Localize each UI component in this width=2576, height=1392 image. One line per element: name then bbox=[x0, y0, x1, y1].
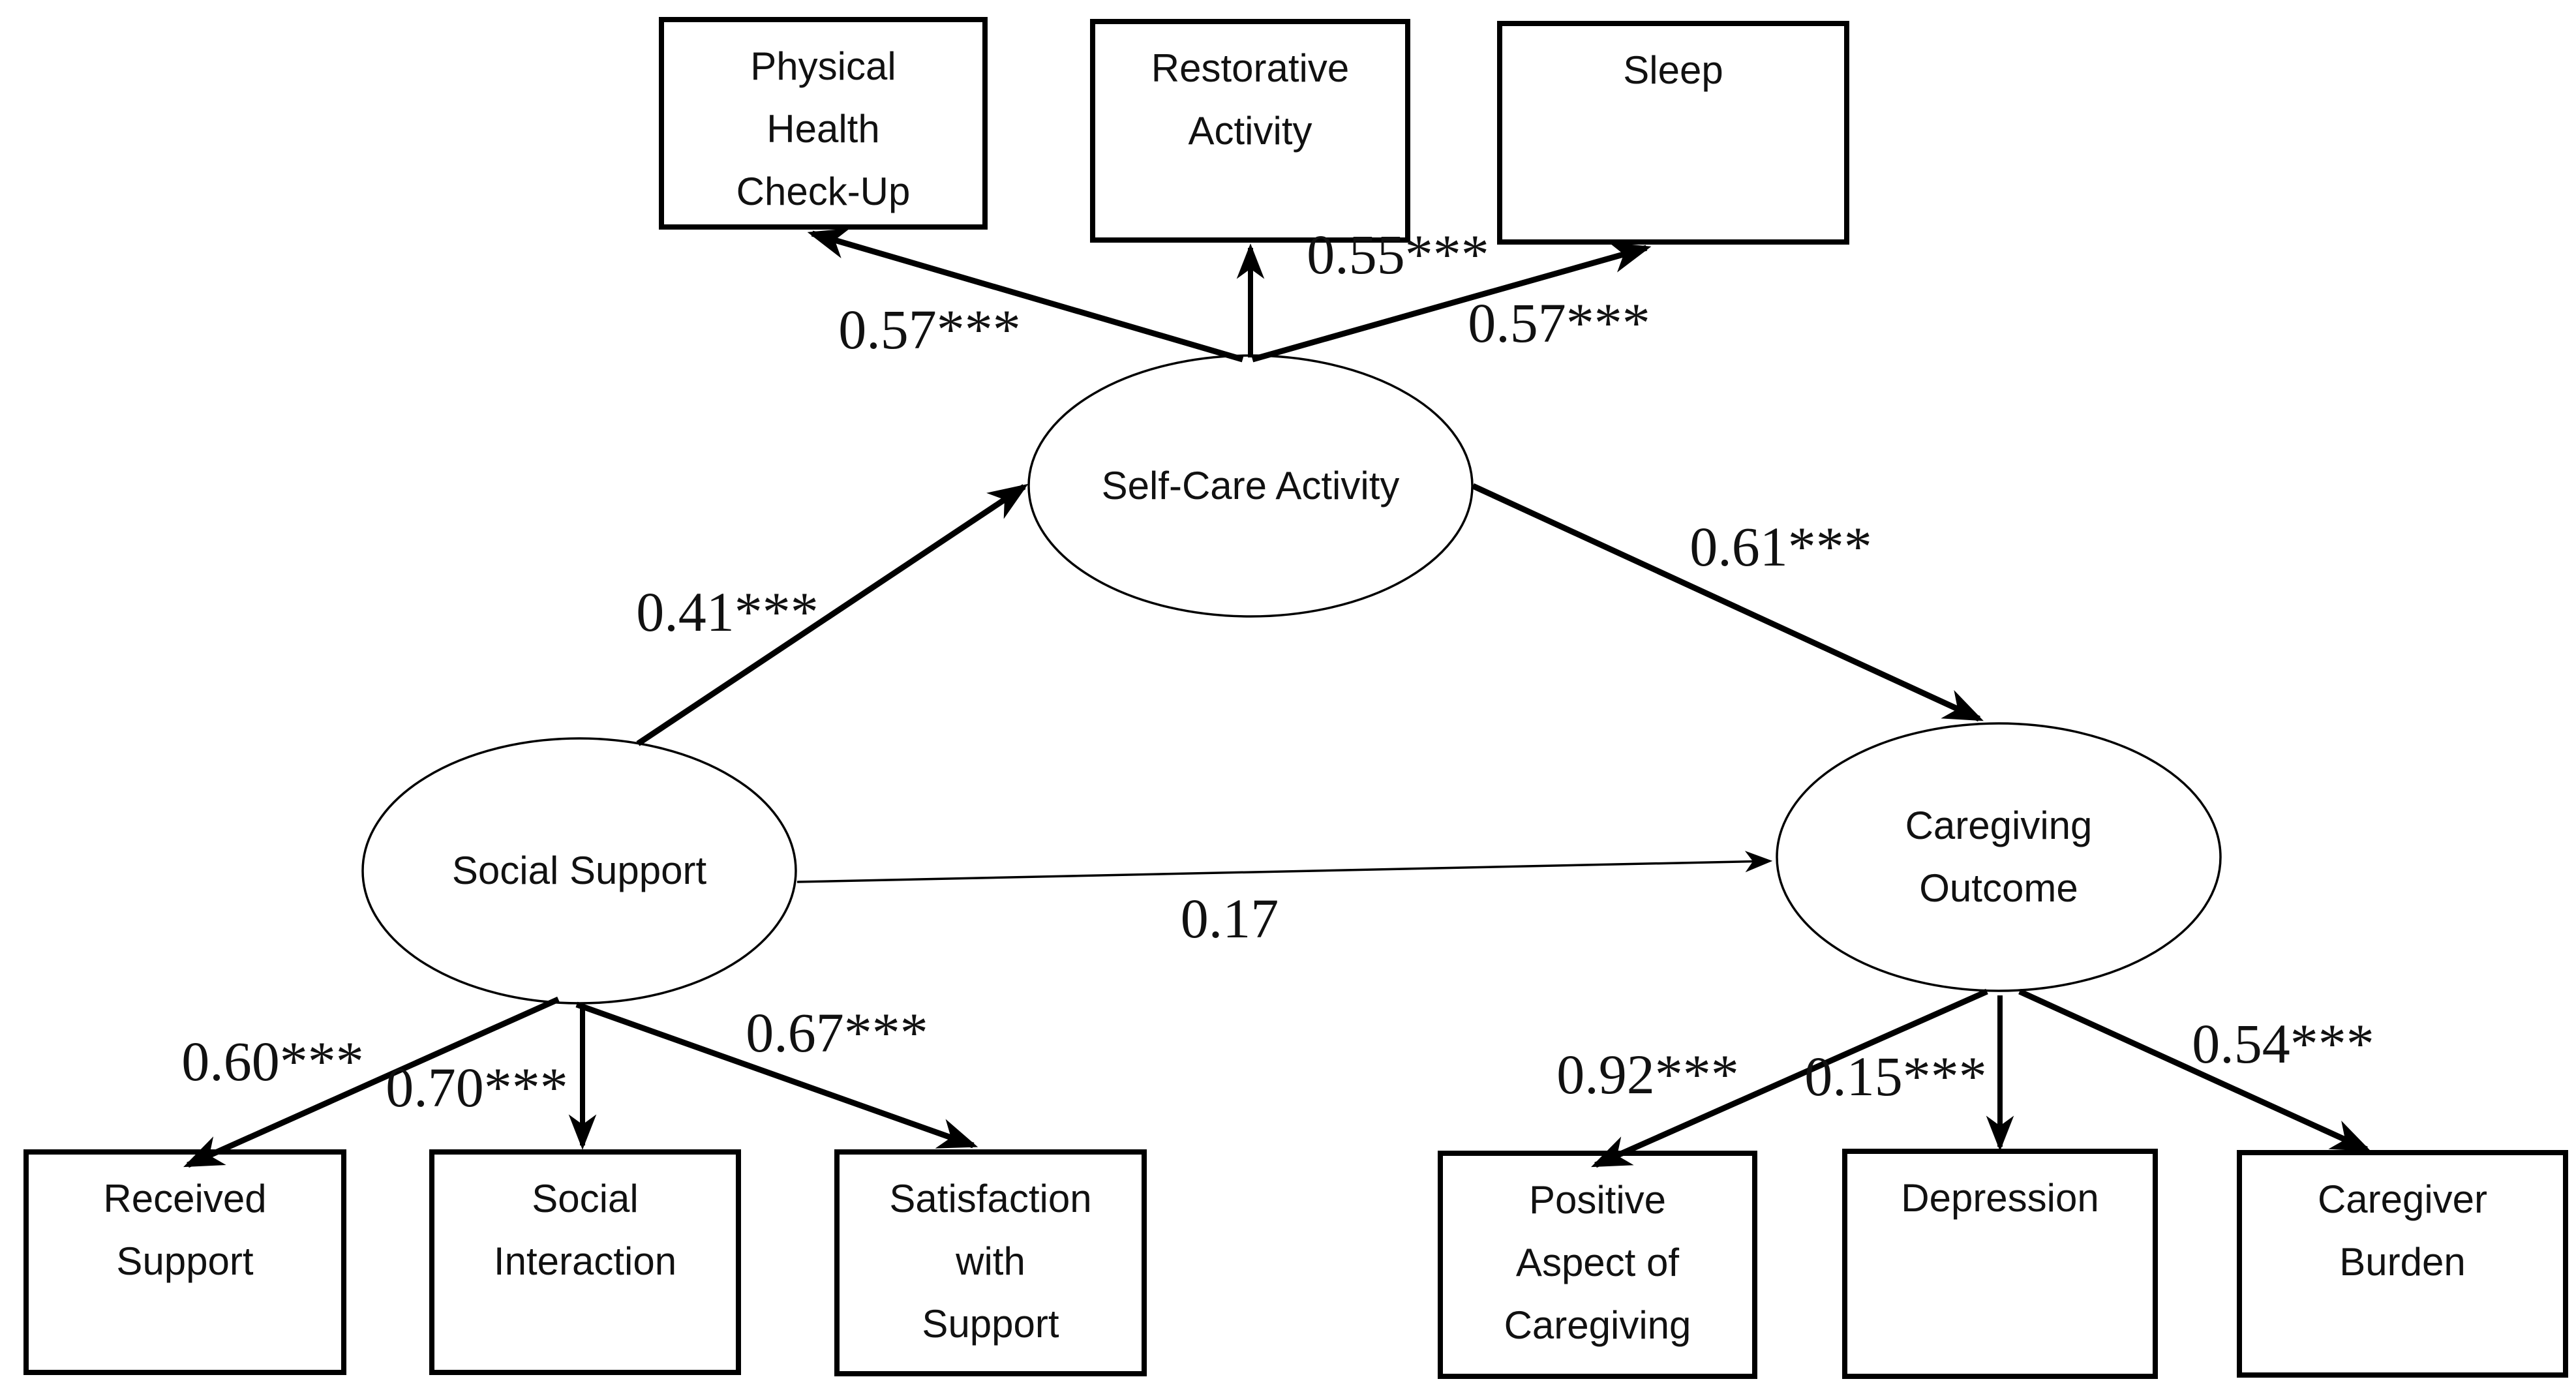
label-self-care-activity: Self-Care Activity bbox=[1101, 464, 1400, 507]
label-social-interaction: Social Interaction bbox=[493, 1177, 677, 1283]
coef-caregiving-to-positive-aspect: 0.92*** bbox=[1556, 1043, 1739, 1106]
label-social-support: Social Support bbox=[451, 849, 707, 892]
label-caregiver-burden: Caregiver Burden bbox=[2317, 1177, 2488, 1284]
box-restorative-activity bbox=[1090, 19, 1410, 243]
box-satisfaction-with-support bbox=[834, 1149, 1147, 1376]
arrow-caregiving-to-positive-aspect bbox=[1591, 988, 1988, 1168]
box-caregiver-burden bbox=[2237, 1150, 2568, 1378]
box-sleep bbox=[1497, 21, 1849, 245]
coef-socialsupport-to-selfcare: 0.41*** bbox=[636, 581, 819, 643]
label-depression: Depression bbox=[1901, 1176, 2099, 1220]
ellipse-caregiving-outcome bbox=[1776, 722, 2222, 992]
coef-socialsupport-to-caregiving-outcome: 0.17 bbox=[1180, 887, 1279, 950]
box-depression bbox=[1842, 1149, 2158, 1379]
coef-selfcare-to-physical-health-check-up: 0.57*** bbox=[838, 298, 1021, 361]
coef-socialsupport-to-received-support: 0.60*** bbox=[181, 1030, 364, 1093]
arrow-selfcare-to-physical-health-check-up bbox=[807, 228, 1244, 363]
label-satisfaction-with-support: Satisfaction with Support bbox=[889, 1177, 1092, 1346]
coef-socialsupport-to-social-interaction: 0.70*** bbox=[386, 1056, 568, 1119]
arrow-selfcare-to-sleep bbox=[1251, 242, 1652, 363]
label-restorative-activity: Restorative Activity bbox=[1151, 46, 1350, 153]
coef-caregiving-to-caregiver-burden: 0.54*** bbox=[2192, 1012, 2374, 1075]
arrow-socialsupport-to-caregiving-outcome bbox=[796, 851, 1773, 883]
coef-socialsupport-to-satisfaction: 0.67*** bbox=[746, 1001, 928, 1064]
label-positive-aspect-of-caregiving: Positive Aspect of Caregiving bbox=[1504, 1178, 1691, 1347]
coef-caregiving-to-depression: 0.15*** bbox=[1804, 1045, 1987, 1108]
coef-selfcare-to-restorative-activity: 0.55*** bbox=[1307, 223, 1489, 286]
coef-selfcare-to-sleep: 0.57*** bbox=[1468, 292, 1650, 354]
arrow-socialsupport-to-received-support bbox=[183, 996, 560, 1168]
arrow-caregiving-to-caregiver-burden bbox=[2018, 988, 2371, 1153]
label-received-support: Received Support bbox=[103, 1177, 267, 1283]
box-physical-health-check-up bbox=[659, 17, 988, 230]
coef-selfcare-to-caregiving-outcome: 0.61*** bbox=[1690, 515, 1872, 578]
label-caregiving-outcome: Caregiving Outcome bbox=[1905, 804, 2093, 910]
arrow-socialsupport-to-selfcare bbox=[636, 483, 1029, 746]
arrow-socialsupport-to-satisfaction bbox=[575, 1001, 978, 1149]
label-physical-health-check-up: Physical Health Check-Up bbox=[736, 44, 911, 213]
label-sleep: Sleep bbox=[1623, 48, 1723, 92]
box-social-interaction bbox=[429, 1149, 741, 1375]
arrow-selfcare-to-caregiving-outcome bbox=[1472, 483, 1984, 722]
